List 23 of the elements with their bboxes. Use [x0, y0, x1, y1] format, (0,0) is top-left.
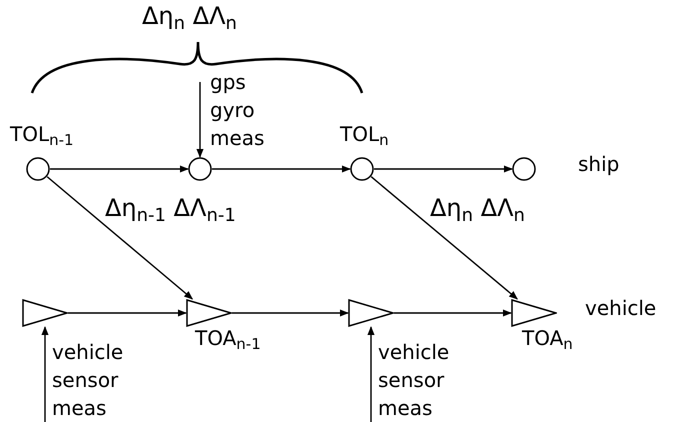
arrow	[50, 165, 189, 173]
state-label: TOL$_{n-1}$	[10, 124, 74, 144]
arrow	[370, 176, 518, 300]
edge-label: Δη$_{n-1}$ ΔΛ$_{n-1}$	[105, 193, 237, 228]
edge-label: vehicle sensor meas	[52, 339, 124, 422]
arrow	[212, 165, 351, 173]
arrow	[41, 326, 49, 422]
row-label: ship	[578, 154, 620, 174]
edge-label: Δη$_{n}$ ΔΛ$_{n}$	[430, 193, 526, 228]
state-label: TOL$_{n}$	[340, 124, 389, 144]
state-label: TOA$_{n}$	[522, 328, 573, 348]
brace-label: Δη$_{n}$ ΔΛ$_{n}$	[142, 4, 237, 28]
arrow	[68, 309, 187, 317]
arrow	[367, 326, 375, 422]
state-label: TOA$_{n-1}$	[195, 328, 261, 348]
edge-label: gps gyro meas	[210, 69, 266, 152]
edge-label: vehicle sensor meas	[378, 339, 450, 422]
arrow	[394, 309, 512, 317]
arrow	[196, 82, 204, 158]
arrow	[46, 176, 194, 300]
arrow	[232, 309, 349, 317]
arrow	[374, 165, 513, 173]
row-label: vehicle	[585, 298, 656, 318]
